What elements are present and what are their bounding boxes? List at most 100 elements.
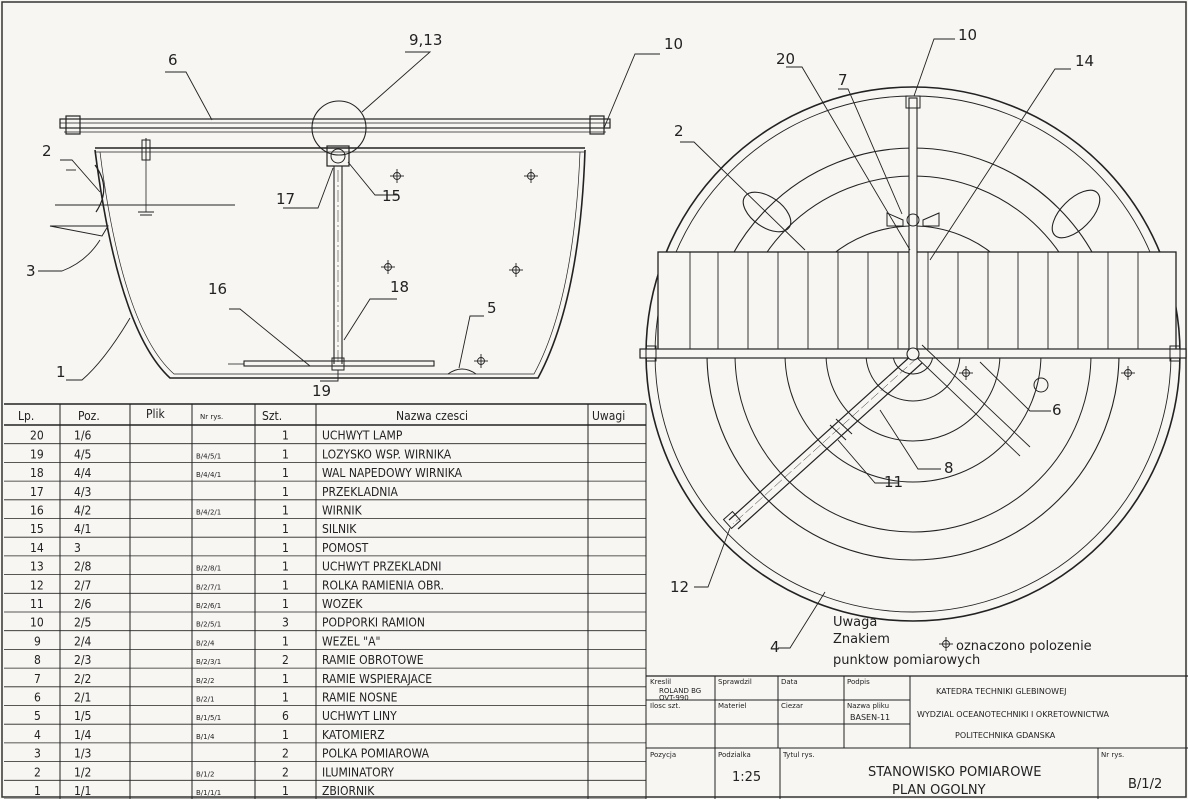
ciezar-label: Ciezar [781,702,803,710]
table-cell: 6 [282,709,289,723]
tytul-label: Tytul rys. [782,751,815,759]
podpis-label: Podpis [847,678,870,686]
table-cell: B/2/6/1 [196,602,221,610]
table-cell: 1/4 [74,728,92,742]
table-cell: UCHWYT PRZEKLADNI [322,560,441,574]
institution-line-2: WYDZIAL OCEANOTECHNIKI I OKRETOWNICTWA [917,710,1109,719]
title-block: Kreslil ROLAND BG OVT-990 Sprawdzil Data… [646,675,1188,799]
table-cell: 4/3 [74,485,91,499]
callout-2-plan: 2 [674,122,684,140]
table-cell: B/1/4 [196,733,215,741]
table-cell: 7 [34,672,41,686]
sprawdzil-label: Sprawdzil [718,678,752,686]
table-cell: UCHWYT LINY [322,709,397,723]
callout-14-plan: 14 [1075,52,1094,70]
table-cell: SILNIK [322,522,357,536]
beam-end-right [589,115,605,135]
table-cell: 14 [30,541,44,555]
table-cell: ROLKA RAMIENIA OBR. [322,578,444,592]
table-cell: POMOST [322,541,369,555]
table-cell: RAMIE OBROTOWE [322,653,424,667]
table-cell: 20 [30,429,44,443]
table-cell: RAMIE NOSNE [322,691,398,705]
table-cell: 2/6 [74,597,92,611]
table-cell: B/2/3/1 [196,658,221,666]
table-cell: 15 [30,522,44,536]
table-cell: 1 [282,691,289,705]
parts-list-table: Lp. Poz. Plik Nr rys. Szt. Nazwa czesci … [4,403,647,799]
table-cell: B/4/4/1 [196,471,221,479]
table-cell: WEZEL "A" [322,634,380,648]
table-cell: POLKA POMIAROWA [322,747,430,761]
table-cell: 2 [282,765,289,779]
header-szt: Szt. [262,409,282,423]
illuminator-left [742,191,792,233]
table-cell: 4 [34,728,41,742]
table-cell: 4/1 [74,522,91,536]
kreslil-value-2: OVT-990 [659,694,689,702]
nr-rys-label: Nr rys. [1101,751,1124,759]
header-nazwa: Nazwa czesci [396,409,468,423]
measurement-note: Uwaga Znakiem oznaczono polozenie punkto… [833,615,1092,668]
table-cell: 2 [282,747,289,761]
header-lp: Lp. [18,409,34,423]
data-label: Data [781,678,798,686]
gearbox [326,145,350,167]
table-cell: ZBIORNIK [322,784,375,798]
table-cell: 5 [34,709,41,723]
callout-6-plan: 6 [1052,401,1062,419]
institution-line-3: POLITECHNIKA GDANSKA [955,731,1056,740]
side-view [38,51,660,382]
table-cell: 17 [30,485,44,499]
table-cell: 3 [34,747,41,761]
callout-11-plan: 11 [884,473,903,491]
table-cell: 4/5 [74,447,91,461]
table-cell: WIRNIK [322,504,363,518]
table-cell: 1 [282,466,289,480]
side-view-labels: 6 9,13 10 2 3 1 17 15 16 18 5 19 [26,31,683,400]
table-cell: 2/5 [74,616,91,630]
table-cell: 1 [282,597,289,611]
knot-a-detail-circle [311,100,367,156]
illuminator-side [94,164,105,213]
table-cell: 2/7 [74,578,91,592]
table-cell: B/2/1 [196,696,214,704]
table-cell: WOZEK [322,597,363,611]
illuminator-right [1051,189,1101,239]
table-cell: 16 [30,504,44,518]
table-cell: B/2/5/1 [196,621,221,629]
table-header: Lp. Poz. Plik Nr rys. Szt. Nazwa czesci … [18,407,625,423]
table-cell: B/4/5/1 [196,452,221,460]
table-cell: B/2/8/1 [196,565,221,573]
note-line-2b: oznaczono polozenie [956,639,1092,654]
table-cell: 1 [282,541,289,555]
callout-3: 3 [26,262,36,280]
table-cell: 13 [30,560,44,574]
callout-10-plan: 10 [958,26,977,44]
table-cell: 2 [34,765,41,779]
table-cell: 1/5 [74,709,91,723]
impeller [243,360,435,367]
table-cell: 19 [30,447,44,461]
table-cell: 1/3 [74,747,91,761]
callout-19: 19 [312,382,331,400]
table-row: 17 4/3 1 PRZEKLADNIA [30,485,399,499]
table-cell: 9 [34,634,41,648]
callout-7-plan: 7 [838,71,848,89]
table-cell: 1 [282,485,289,499]
table-cell: PRZEKLADNIA [322,485,399,499]
table-cell: B/2/4 [196,639,215,647]
table-cell: 1/1 [74,784,91,798]
drawing-number: B/1/2 [1128,777,1162,792]
